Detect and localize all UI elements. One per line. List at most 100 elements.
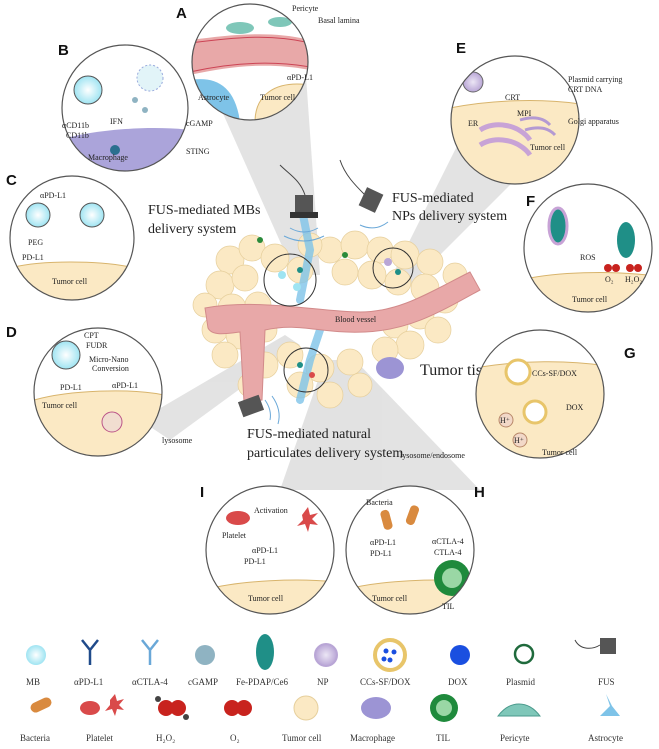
panel-a: A Pericyte Basal lamina αPD-L1 Astrocyte… — [176, 3, 360, 121]
nps-delivery-label-line1: FUS-mediated — [392, 191, 474, 206]
apdl1-label-c: αPD-L1 — [40, 191, 66, 200]
ccs-sf-dox-label-g: CCs-SF/DOX — [532, 369, 577, 378]
legend-label-8: Plasmid — [506, 677, 536, 687]
activation-label: Activation — [254, 506, 288, 515]
panel-b: B IFN αCD11b CD11b cGAMP STING Macrophag… — [58, 42, 213, 172]
panel-f: F ROS O₂ H₂O₂ Tumor cell — [523, 183, 653, 313]
plasmid-label-line1: Plasmid carrying — [568, 75, 622, 84]
panel-g-letter: G — [624, 345, 636, 362]
focal-region-natural — [283, 347, 329, 393]
panel-d-letter: D — [6, 324, 17, 341]
ros-label: ROS — [580, 253, 596, 262]
tumor-cell-label-e: Tumor cell — [530, 143, 566, 152]
mpi-label: MPI — [517, 109, 532, 118]
plasmid-icon — [513, 643, 535, 665]
o2-label-f: O₂ — [605, 275, 614, 284]
apdl1-label-d: αPD-L1 — [112, 381, 138, 390]
antibody-ctla4-icon — [141, 639, 159, 665]
panel-h-letter: H — [474, 484, 485, 501]
h2o2-label-f: H₂O₂ — [625, 275, 642, 284]
cpt-label: CPT — [84, 331, 99, 340]
panel-a-letter: A — [176, 5, 187, 22]
panel-i-letter: I — [200, 484, 204, 501]
fus-transducer-bottom — [237, 394, 280, 425]
pdl1-label-c: PD-L1 — [22, 253, 44, 262]
til-icon — [430, 694, 458, 722]
legend-label-6: CCs-SF/DOX — [360, 677, 411, 687]
legend-label-2: αCTLA-4 — [132, 677, 168, 687]
natural-delivery-label-line2: particulates delivery system — [247, 446, 403, 461]
hplus-label-2: H⁺ — [514, 436, 524, 445]
legend-label-5: NP — [317, 677, 329, 687]
apdl1-label-h: αPD-L1 — [370, 538, 396, 547]
plasmid-label-line2: CRT DNA — [568, 85, 602, 94]
dox-label-g: DOX — [566, 403, 584, 412]
blood-vessel-label: Blood vessel — [335, 315, 377, 324]
natural-delivery-label-line1: FUS-mediated natural — [247, 427, 371, 442]
fus-transducer-left — [279, 164, 325, 242]
bacteria-icon — [30, 697, 52, 713]
fe-pdap-ce6-icon — [256, 634, 274, 670]
tumor-cell-label-i: Tumor cell — [248, 594, 284, 603]
panel-b-letter: B — [58, 42, 69, 59]
legend-label-r2-2: H₂O₂ — [156, 733, 175, 743]
golgi-label: Golgi apparatus — [568, 117, 619, 126]
ccs-sf-dox-icon — [373, 638, 407, 672]
panel-e: E Plasmid carrying CRT DNA CRT MPI Golgi… — [450, 40, 622, 185]
panel-g: G CCs-SF/DOX DOX H⁺ H⁺ lysosome/endosome… — [400, 329, 636, 460]
legend-label-1: αPD-L1 — [74, 677, 103, 687]
macrophage-in-tissue — [376, 357, 404, 379]
tumor-cell-label-a: Tumor cell — [260, 93, 296, 102]
legend-label-r2-8: Astrocyte — [588, 733, 623, 743]
sting-label: STING — [186, 147, 210, 156]
ifn-label: IFN — [110, 117, 123, 126]
panel-h: H Bacteria αCTLA-4 CTLA-4 αPD-L1 PD-L1 T… — [345, 484, 485, 615]
legend-label-r2-6: TIL — [436, 733, 450, 743]
panel-d: D CPT FUDR Micro-Nano Conversion PD-L1 α… — [6, 324, 193, 457]
platelet-icon — [80, 694, 124, 716]
tumor-cell-icon — [293, 695, 319, 721]
panel-c: C αPD-L1 PEG PD-L1 Tumor cell — [6, 172, 135, 301]
pdl1-label-i: PD-L1 — [244, 557, 266, 566]
np-icon — [314, 643, 338, 667]
acd11b-label: αCD11b — [62, 121, 89, 130]
ctla4-label: CTLA-4 — [434, 548, 462, 557]
micro-nano-label: Micro-Nano — [89, 355, 129, 364]
fus-icon — [574, 638, 616, 654]
tumor-cell-label-c: Tumor cell — [52, 277, 88, 286]
legend-label-0: MB — [26, 677, 40, 687]
blood-vessel — [204, 271, 481, 403]
pdl1-label-d: PD-L1 — [60, 383, 82, 392]
macrophage-icon — [361, 697, 391, 719]
macrophage-label: Macrophage — [88, 153, 128, 162]
legend-row-2: Bacteria Platelet H₂O₂ O₂ Tumor cell Mac… — [20, 694, 623, 743]
panel-f-letter: F — [526, 193, 535, 210]
platelet-label-i: Platelet — [222, 531, 247, 540]
legend-label-r2-3: O₂ — [230, 733, 240, 743]
legend-label-7: DOX — [448, 677, 468, 687]
til-label-h: TIL — [442, 602, 455, 611]
o2-icon — [224, 700, 252, 716]
tumor-cell-label-h: Tumor cell — [372, 594, 408, 603]
crt-label: CRT — [505, 93, 520, 102]
tumor-tissue: Blood vessel — [192, 196, 481, 409]
mbs-delivery-label-line2: delivery system — [148, 222, 236, 237]
focal-particles — [257, 237, 401, 378]
legend-label-r2-0: Bacteria — [20, 733, 50, 743]
panel-i: I Activation Platelet αPD-L1 PD-L1 Tumor… — [200, 484, 335, 615]
antibody-pdl1-icon — [81, 639, 99, 665]
legend-label-3: cGAMP — [188, 677, 218, 687]
apdl1-label-i: αPD-L1 — [252, 546, 278, 555]
panel-e-letter: E — [456, 40, 466, 57]
legend-label-r2-1: Platelet — [86, 733, 113, 743]
cgamp-icon — [195, 645, 215, 665]
panel-c-letter: C — [6, 172, 17, 189]
tumor-cell-label-f: Tumor cell — [572, 295, 608, 304]
conversion-label: Conversion — [92, 364, 129, 373]
legend-label-r2-7: Pericyte — [500, 733, 530, 743]
bacteria-label-h: Bacteria — [366, 498, 393, 507]
lysosome-label-d: lysosome — [162, 436, 193, 445]
focal-region-nps — [372, 247, 414, 289]
legend-label-4: Fe-PDAP/Ce6 — [236, 677, 289, 687]
pericyte-icon — [496, 703, 542, 717]
